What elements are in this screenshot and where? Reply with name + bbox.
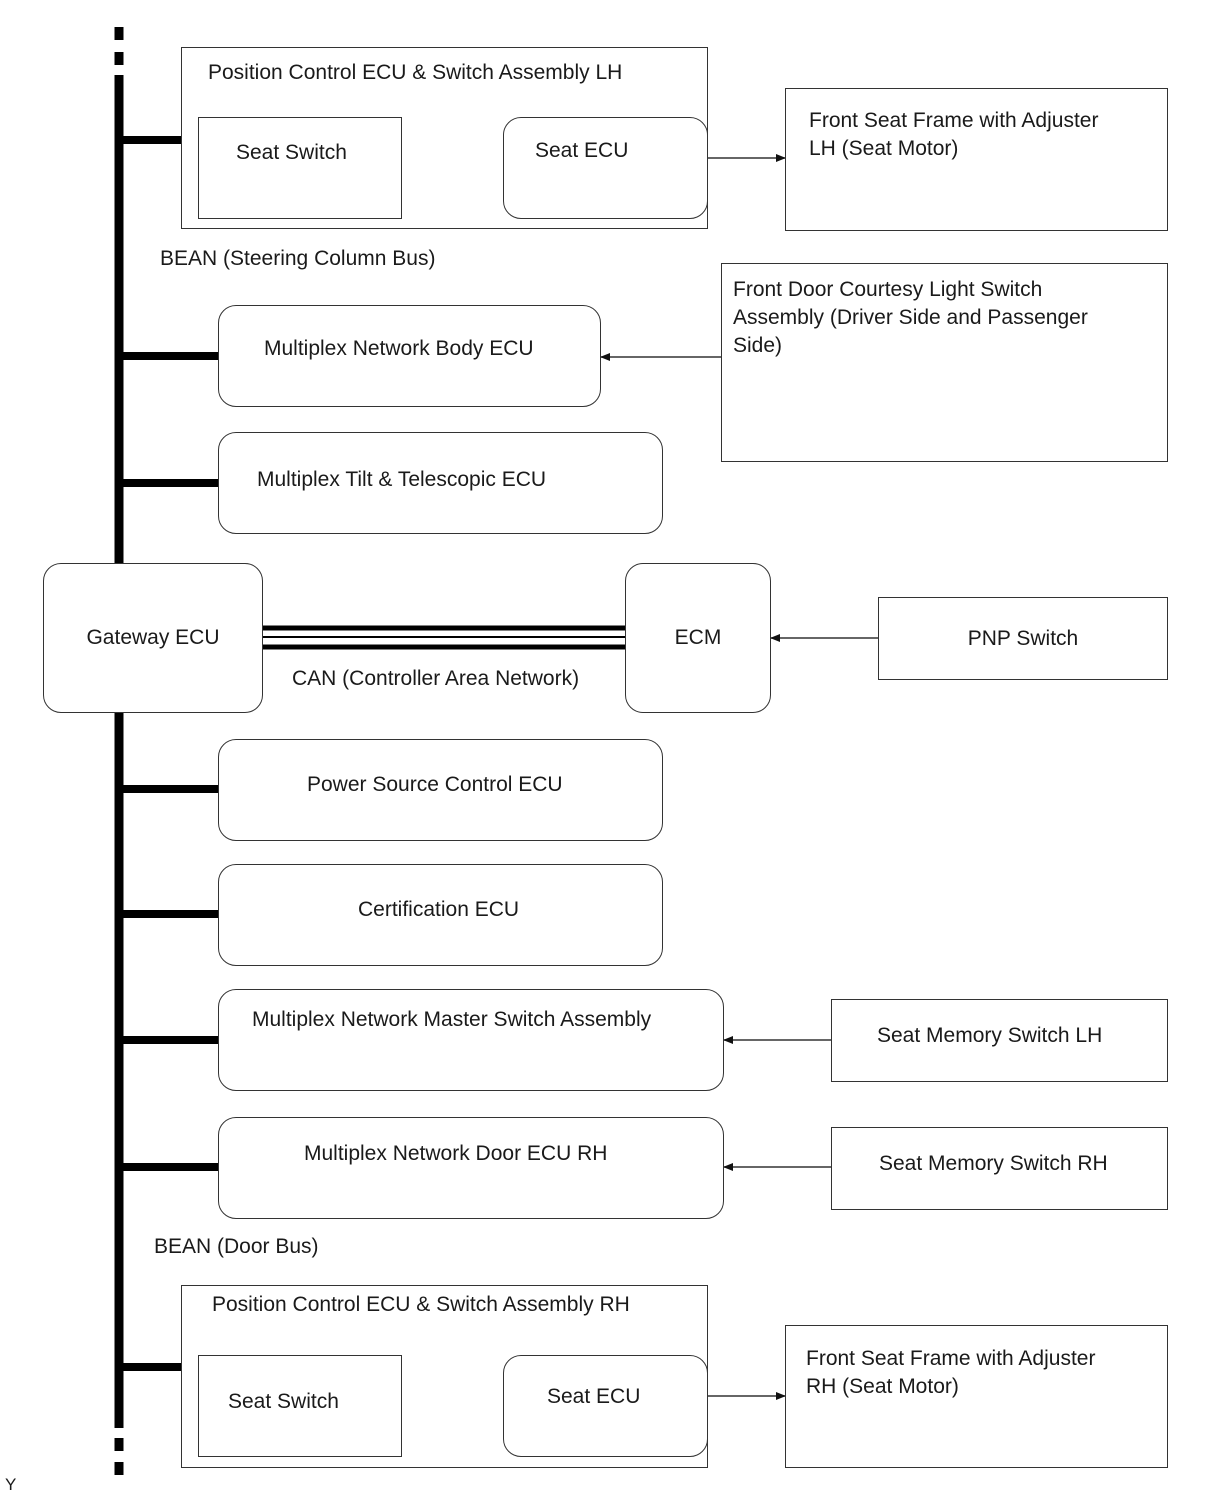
bean-steering-label: BEAN (Steering Column Bus)	[160, 247, 436, 270]
power-source-control-ecu: Power Source Control ECU	[218, 739, 663, 841]
assembly-rh-title: Position Control ECU & Switch Assembly R…	[212, 1293, 630, 1316]
front-door-courtesy-switch: Front Door Courtesy Light Switch Assembl…	[721, 263, 1168, 462]
seat-switch-lh: Seat Switch	[198, 117, 402, 219]
courtesy-switch-label: Front Door Courtesy Light Switch Assembl…	[733, 278, 1088, 357]
can-bus	[262, 625, 626, 650]
gateway-ecu: Gateway ECU	[43, 563, 263, 713]
memory-lh-label: Seat Memory Switch LH	[877, 1024, 1103, 1047]
assembly-lh-title: Position Control ECU & Switch Assembly L…	[208, 61, 623, 84]
seat-switch-rh: Seat Switch	[198, 1355, 402, 1457]
pnp-switch: PNP Switch	[878, 597, 1168, 680]
seat-ecu-lh: Seat ECU	[503, 117, 708, 219]
figure-code: Y	[5, 1475, 17, 1494]
body-ecu-label: Multiplex Network Body ECU	[264, 337, 534, 360]
tilt-ecu-label: Multiplex Tilt & Telescopic ECU	[257, 468, 547, 491]
multiplex-network-door-ecu-rh: Multiplex Network Door ECU RH	[218, 1117, 724, 1219]
memory-rh-label: Seat Memory Switch RH	[879, 1152, 1108, 1175]
bean-door-label: BEAN (Door Bus)	[154, 1235, 319, 1258]
certification-ecu-label: Certification ECU	[358, 898, 520, 921]
seat-frame-rh-label: Front Seat Frame with Adjuster RH (Seat …	[806, 1347, 1096, 1398]
ecm: ECM	[625, 563, 771, 713]
seat-ecu-rh-label: Seat ECU	[547, 1385, 641, 1408]
can-label: CAN (Controller Area Network)	[292, 667, 580, 690]
seat-frame-lh: Front Seat Frame with Adjuster LH (Seat …	[785, 88, 1168, 231]
bus-stubs	[119, 136, 219, 1371]
gateway-ecu-label: Gateway ECU	[86, 626, 220, 649]
seat-ecu-rh: Seat ECU	[503, 1355, 708, 1457]
pnp-switch-label: PNP Switch	[967, 626, 1079, 650]
seat-ecu-lh-label: Seat ECU	[535, 139, 629, 162]
seat-memory-switch-lh: Seat Memory Switch LH	[831, 999, 1168, 1082]
door-ecu-rh-label: Multiplex Network Door ECU RH	[304, 1142, 608, 1165]
certification-ecu: Certification ECU	[218, 864, 663, 966]
seat-frame-rh: Front Seat Frame with Adjuster RH (Seat …	[785, 1325, 1168, 1468]
seat-memory-switch-rh: Seat Memory Switch RH	[831, 1127, 1168, 1210]
master-switch-label: Multiplex Network Master Switch Assembly	[252, 1008, 652, 1031]
seat-switch-lh-label: Seat Switch	[236, 141, 347, 164]
seat-switch-rh-label: Seat Switch	[228, 1390, 339, 1413]
ecm-label: ECM	[674, 626, 722, 649]
power-source-ecu-label: Power Source Control ECU	[307, 773, 563, 796]
seat-frame-lh-label: Front Seat Frame with Adjuster LH (Seat …	[809, 109, 1099, 160]
multiplex-tilt-telescopic-ecu: Multiplex Tilt & Telescopic ECU	[218, 432, 663, 534]
multiplex-network-master-switch: Multiplex Network Master Switch Assembly	[218, 989, 724, 1091]
multiplex-network-body-ecu: Multiplex Network Body ECU	[218, 305, 601, 407]
